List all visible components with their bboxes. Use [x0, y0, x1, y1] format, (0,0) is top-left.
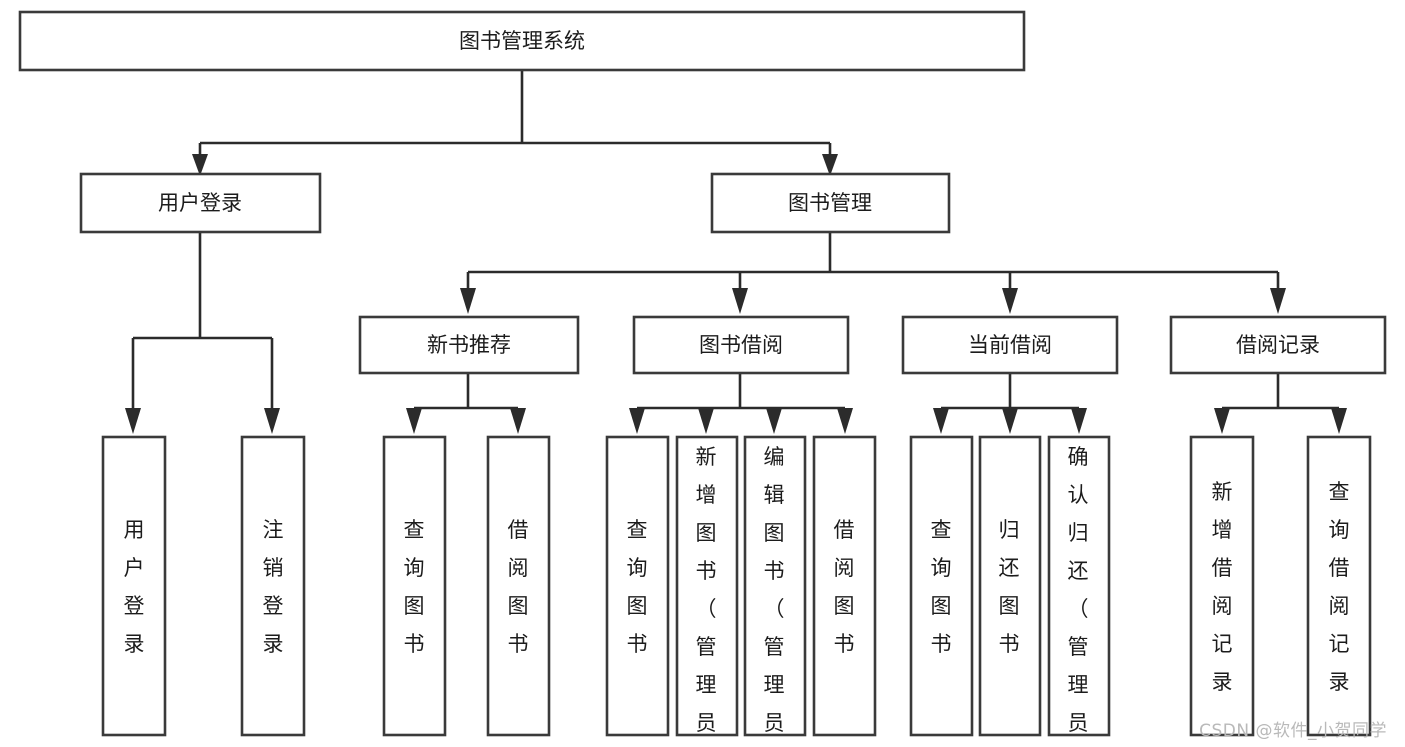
node-leaf-return-book-label: 归还图书 [999, 518, 1020, 656]
node-new-book-recommend-label: 新书推荐 [427, 333, 511, 357]
node-leaf-add-record[interactable]: 新增借阅记录 [1189, 435, 1255, 737]
node-borrow-record[interactable]: 借阅记录 [1169, 315, 1387, 375]
node-leaf-confirm-return-label: 确认归还（管理员） [1068, 445, 1089, 747]
node-leaf-query-book-3-label: 查询图书 [931, 518, 952, 656]
node-leaf-borrow-book-2-label: 借阅图书 [834, 518, 855, 656]
node-new-book-recommend-box[interactable] [358, 315, 580, 375]
connector-group-user-login [125, 232, 280, 434]
arrow-to-leaf-query-book-2 [629, 408, 645, 434]
node-user-login-box[interactable] [79, 172, 322, 234]
node-leaf-query-book-2-box[interactable] [605, 435, 670, 737]
arrow-to-leaf-add-book [698, 408, 714, 434]
node-leaf-return-book[interactable]: 归还图书 [978, 435, 1042, 737]
node-leaf-user-login-box[interactable] [101, 435, 167, 737]
node-leaf-add-book-box[interactable] [675, 435, 739, 737]
node-leaf-user-login-label: 用户登录 [124, 518, 145, 656]
node-leaf-add-book[interactable]: 新增图书（管理员） [675, 435, 739, 747]
node-book-borrow[interactable]: 图书借阅 [632, 315, 850, 375]
node-book-manage[interactable]: 图书管理 [710, 172, 951, 234]
connector-group-new-book-recommend [406, 373, 526, 434]
node-book-manage-label: 图书管理 [788, 191, 872, 215]
node-leaf-borrow-book-2-box[interactable] [812, 435, 877, 737]
node-leaf-confirm-return[interactable]: 确认归还（管理员） [1047, 435, 1111, 747]
arrow-to-leaf-add-record [1214, 408, 1230, 434]
connector-group-current-borrow [933, 373, 1087, 434]
node-user-login[interactable]: 用户登录 [79, 172, 322, 234]
node-root-box[interactable] [18, 10, 1026, 72]
node-user-login-label: 用户登录 [158, 191, 242, 215]
node-leaf-borrow-book-1-label: 借阅图书 [508, 518, 529, 656]
node-root[interactable]: 图书管理系统 [18, 10, 1026, 72]
arrow-to-borrow-record [1270, 288, 1286, 314]
connector-group-root [192, 70, 838, 176]
arrow-to-new-book-recommend [460, 288, 476, 314]
node-leaf-user-logout-label: 注销登录 [263, 518, 284, 656]
connector-group-borrow-record [1214, 373, 1347, 434]
node-leaf-add-book-label: 新增图书（管理员） [696, 445, 717, 747]
arrow-to-leaf-edit-book [766, 408, 782, 434]
node-leaf-query-record-box[interactable] [1306, 435, 1372, 737]
node-current-borrow[interactable]: 当前借阅 [901, 315, 1119, 375]
node-leaf-query-book-3[interactable]: 查询图书 [909, 435, 974, 737]
arrow-to-book-borrow [732, 288, 748, 314]
arrow-to-leaf-borrow-book-1 [510, 408, 526, 434]
node-borrow-record-box[interactable] [1169, 315, 1387, 375]
node-current-borrow-label: 当前借阅 [968, 333, 1052, 357]
arrow-root-to-user-login [192, 154, 208, 176]
arrow-to-leaf-query-record [1331, 408, 1347, 434]
node-leaf-edit-book-box[interactable] [743, 435, 807, 737]
node-leaf-borrow-book-1-box[interactable] [486, 435, 551, 737]
arrow-to-current-borrow [1002, 288, 1018, 314]
node-leaf-return-book-box[interactable] [978, 435, 1042, 737]
node-leaf-borrow-book-2[interactable]: 借阅图书 [812, 435, 877, 737]
node-leaf-query-book-2-label: 查询图书 [627, 518, 648, 656]
node-book-borrow-label: 图书借阅 [699, 333, 783, 357]
node-leaf-edit-book[interactable]: 编辑图书（管理员） [743, 435, 807, 747]
node-leaf-user-login[interactable]: 用户登录 [101, 435, 167, 737]
node-leaf-query-book-3-box[interactable] [909, 435, 974, 737]
node-book-manage-box[interactable] [710, 172, 951, 234]
arrow-to-leaf-query-book-1 [406, 408, 422, 434]
arrow-root-to-book-manage [822, 154, 838, 176]
arrow-to-leaf-return-book [1002, 408, 1018, 434]
node-leaf-edit-book-label: 编辑图书（管理员） [764, 445, 785, 747]
node-leaf-borrow-book-1[interactable]: 借阅图书 [486, 435, 551, 737]
node-leaf-query-book-1[interactable]: 查询图书 [382, 435, 447, 737]
arrow-to-leaf-user-logout [264, 408, 280, 434]
node-leaf-query-book-1-label: 查询图书 [404, 518, 425, 656]
node-book-borrow-box[interactable] [632, 315, 850, 375]
node-borrow-record-label: 借阅记录 [1236, 333, 1320, 357]
node-leaf-user-logout-box[interactable] [240, 435, 306, 737]
node-root-label: 图书管理系统 [459, 29, 585, 53]
node-leaf-query-record-label: 查询借阅记录 [1329, 480, 1350, 694]
node-current-borrow-box[interactable] [901, 315, 1119, 375]
node-leaf-query-book-2[interactable]: 查询图书 [605, 435, 670, 737]
node-leaf-confirm-return-box[interactable] [1047, 435, 1111, 737]
connector-group-book-borrow [629, 373, 853, 434]
arrow-to-leaf-user-login [125, 408, 141, 434]
node-leaf-add-record-label: 新增借阅记录 [1212, 480, 1233, 694]
node-leaf-query-record[interactable]: 查询借阅记录 [1306, 435, 1372, 737]
node-new-book-recommend[interactable]: 新书推荐 [358, 315, 580, 375]
node-leaf-user-logout[interactable]: 注销登录 [240, 435, 306, 737]
node-leaf-query-book-1-box[interactable] [382, 435, 447, 737]
arrow-to-leaf-borrow-book-2 [837, 408, 853, 434]
arrow-to-leaf-confirm-return [1071, 408, 1087, 434]
arrow-to-leaf-query-book-3 [933, 408, 949, 434]
node-leaf-add-record-box[interactable] [1189, 435, 1255, 737]
connector-group-book-manage [460, 232, 1286, 314]
